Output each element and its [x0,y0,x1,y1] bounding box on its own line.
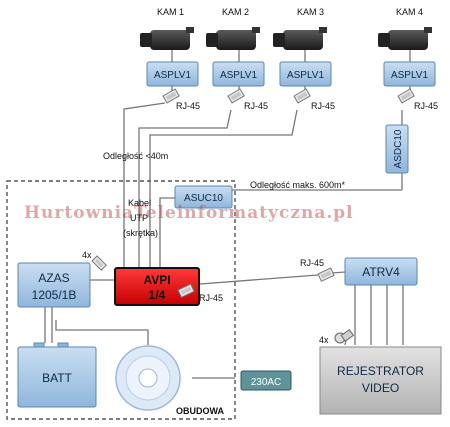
camera-4: KAM 4 [378,7,432,50]
atrv-label: ATRV4 [362,265,400,279]
adapter-label: ASPLV1 [220,70,257,81]
adapter-label: ASPLV1 [391,70,428,81]
avpi-unit: AVPI 1/4 [114,267,200,306]
video-recorder: REJESTRATOR VIDEO [319,346,442,415]
count-4x-right: 4x [319,335,329,345]
cable-lines [44,50,411,379]
recorder-label-line2: VIDEO [362,381,399,395]
camera-icon [140,27,194,50]
camera-label: KAM 2 [222,7,249,17]
ac-label: 230AC [251,377,282,388]
camera-label: KAM 4 [396,7,423,17]
rj45-plug-icon [162,88,180,104]
adapter-4: ASPLV1 [383,61,436,87]
rj45-plug-icon [317,267,335,282]
distance-long-label: Odległość maks. 600m* [250,180,346,190]
battery: BATT [17,342,97,408]
cable-label: Kabel UTP (skrętka) [123,198,158,238]
adapter-label: ASPLV1 [287,70,324,81]
transformer-icon [115,345,181,411]
cable-label-line2: UTP [130,213,148,223]
adapter-label: ASPLV1 [154,70,191,81]
camera-icon [273,27,327,50]
distance-short-label: Odległość <40m [103,151,168,161]
azas-label-line1: AZAS [38,271,69,285]
adapter-1: ASPLV1 [146,61,199,87]
asuc-label: ASUC10 [184,193,223,204]
recorder-label-line1: REJESTRATOR [337,364,424,378]
rj45-atrv-label: RJ-45 [300,258,324,268]
azas-label-line2: 1205/1B [32,288,77,302]
rj45-label: RJ-45 [311,101,335,111]
rj45-plug-icon [293,88,311,104]
rj45-connector-1: RJ-45 [162,88,200,111]
asdc-label: ASDC10 [393,129,404,168]
camera-2: KAM 2 [206,7,260,50]
rj45-plug-icon [177,283,195,298]
camera-icon [378,27,432,50]
avpi-label-line2: 1/4 [149,288,166,302]
camera-label: KAM 3 [297,7,324,17]
rj45-label: RJ-45 [176,101,200,111]
adapter-3: ASPLV1 [279,61,332,87]
rj45-plug-icon [397,88,415,104]
ac-mains: 230AC [240,370,292,391]
rj45-connector-3: RJ-45 [293,88,335,111]
housing-label: OBUDOWA [176,406,224,416]
count-4x-left: 4x [82,250,92,260]
cable-label-line3: (skrętka) [123,228,158,238]
rj45-connector-2: RJ-45 [227,88,268,111]
bnc-connector-icon [334,328,355,344]
rj45-label: RJ-45 [244,101,268,111]
rj45-avpi-label: RJ-45 [199,293,223,303]
rj45-label: RJ-45 [414,101,438,111]
adapter-2: ASPLV1 [212,61,265,87]
camera-label: KAM 1 [157,7,184,17]
azas-power-supply: AZAS 1205/1B [17,262,91,308]
watermark-text: HurtowniaTeleinformatyczna.pl [24,203,354,223]
rj45-plug-icon [227,88,245,104]
camera-icon [206,27,260,50]
asdc-unit: ASDC10 [385,124,409,174]
rj45-connector-4: RJ-45 [397,88,438,111]
rj45-plug-icon [91,255,107,271]
cable-label-line1: Kabel [128,198,151,208]
atrv-unit: ATRV4 [344,257,418,286]
battery-label: BATT [42,371,72,385]
camera-1: KAM 1 [140,7,194,50]
avpi-label-line1: AVPI [143,273,170,287]
asuc-unit: ASUC10 [174,185,233,209]
housing-outline [6,180,236,420]
camera-3: KAM 3 [273,7,327,50]
